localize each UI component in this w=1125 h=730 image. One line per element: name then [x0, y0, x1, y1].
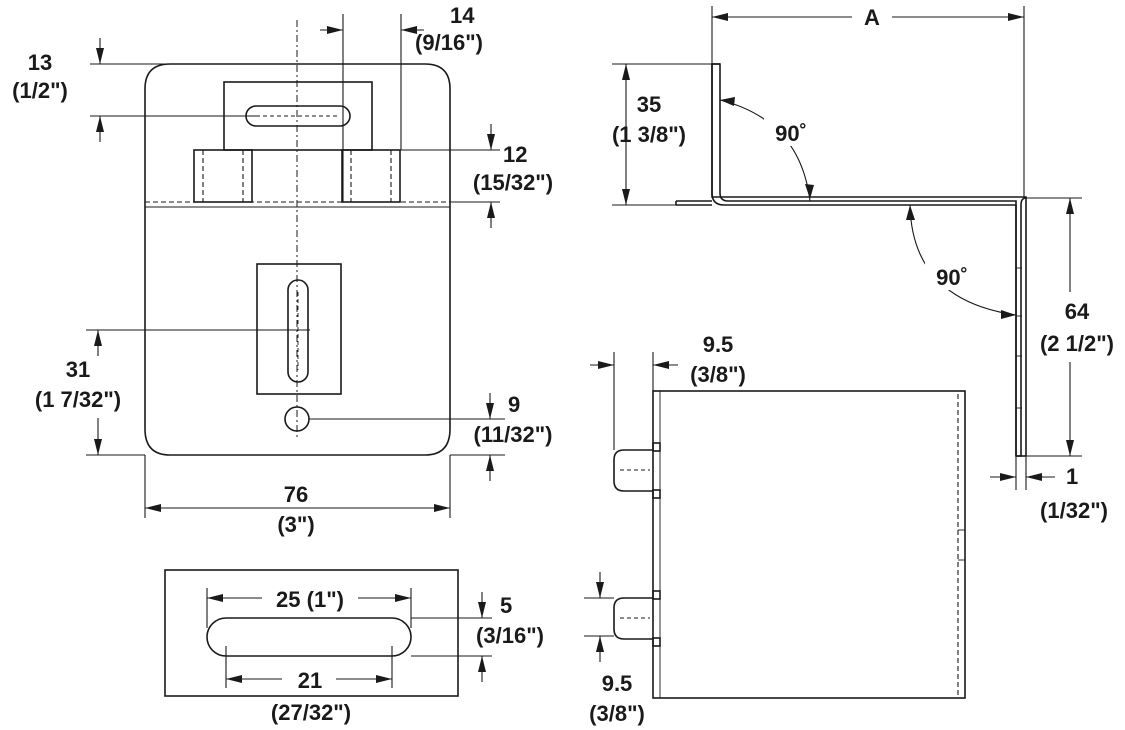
dim-64-mm: 64	[1065, 299, 1090, 324]
slot-detail-frame	[164, 569, 459, 697]
dim-12-inch: (15/32")	[473, 170, 553, 195]
angle-bottom: 90˚	[936, 265, 968, 290]
dim-9-5-bottom-mm: 9.5	[602, 671, 633, 696]
dim-12-mm: 12	[503, 142, 527, 167]
dim-9-5-bottom-inch: (3/8")	[589, 701, 645, 726]
dim-14-inch: (9/16")	[415, 30, 483, 55]
dim-21-inch: (27/32")	[271, 700, 351, 725]
dim-1-mm: 1	[1066, 464, 1078, 489]
top-view: 9.5 (3/8") 9.5 (3/8")	[584, 332, 966, 726]
lug-right	[341, 149, 401, 203]
dim-A: A	[864, 5, 880, 30]
bracket-profile	[711, 63, 1027, 457]
dim-13-mm: 13	[28, 50, 52, 75]
dim-9-5-top-mm: 9.5	[703, 332, 734, 357]
angle-top: 90˚	[775, 121, 807, 146]
lower-tab	[256, 263, 342, 395]
top-view-lug-lower	[613, 597, 653, 640]
dim-25: 25 (1")	[276, 587, 344, 612]
top-view-outline	[652, 390, 966, 699]
dim-9-5-top-inch: (3/8")	[690, 362, 746, 387]
dim-31-inch: (1 7/32")	[35, 387, 121, 412]
dim-64-inch: (2 1/2")	[1040, 331, 1114, 356]
plate-outline	[144, 63, 451, 456]
dim-35-mm: 35	[637, 92, 661, 117]
dim-21-mm: 21	[298, 668, 322, 693]
lug-left	[193, 149, 253, 203]
dim-76-inch: (3")	[277, 512, 314, 537]
front-view: 14 (9/16") 13 (1/2") 12 (15/32") 31 (1 7…	[12, 3, 553, 537]
top-view-lug-upper	[613, 449, 653, 492]
dim-5-inch: (3/16")	[476, 623, 544, 648]
dim-76-mm: 76	[284, 482, 308, 507]
dim-31-mm: 31	[66, 357, 90, 382]
dim-13-inch: (1/2")	[12, 78, 68, 103]
dim-9-inch: (11/32")	[474, 422, 553, 447]
slot-detail-slot	[206, 617, 412, 657]
dim-5-mm: 5	[500, 593, 512, 618]
slot-detail-view: 25 (1") 21 (27/32") 5 (3/16")	[164, 569, 544, 725]
lower-slot	[287, 279, 309, 383]
dim-1-inch: (1/32")	[1040, 498, 1108, 523]
dim-9-mm: 9	[508, 392, 520, 417]
dim-14-mm: 14	[450, 3, 475, 28]
side-view: A 35 (1 3/8") 90˚ 90˚ 64 (2 1/2")	[612, 5, 1114, 523]
dim-35-inch: (1 3/8")	[612, 122, 686, 147]
